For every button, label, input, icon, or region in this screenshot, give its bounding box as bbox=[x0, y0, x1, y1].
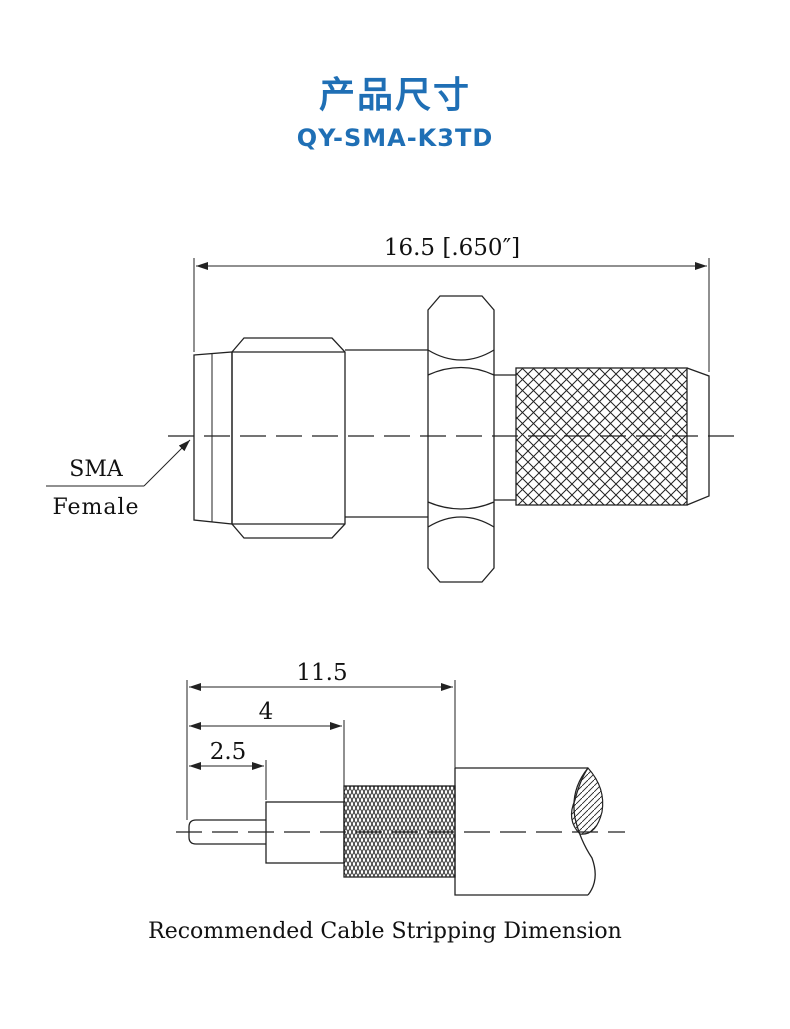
hex-nut bbox=[427, 295, 495, 583]
model-number: QY-SMA-K3TD bbox=[296, 124, 494, 152]
connector-drawing: 16.5 [.650″] bbox=[46, 235, 735, 583]
stripping-caption: Recommended Cable Stripping Dimension bbox=[148, 919, 622, 944]
dimension-11-5: 11.5 bbox=[186, 660, 456, 820]
sma-female-interface bbox=[193, 351, 233, 525]
overall-dimension: 16.5 [.650″] bbox=[193, 235, 710, 372]
dimension-4: 4 bbox=[189, 699, 345, 786]
sma-female-callout: SMA Female bbox=[46, 439, 191, 520]
connector-shaft bbox=[345, 349, 428, 518]
overall-dimension-label: 16.5 [.650″] bbox=[384, 235, 520, 261]
callout-label-sma: SMA bbox=[69, 457, 124, 482]
page-title: 产品尺寸 bbox=[318, 75, 471, 116]
dimension-label-2-5: 2.5 bbox=[210, 739, 247, 765]
cable-jacket bbox=[454, 767, 604, 896]
coupling-body bbox=[231, 337, 346, 539]
connector-neck bbox=[494, 374, 516, 501]
dimension-label-11-5: 11.5 bbox=[296, 660, 347, 686]
dimension-label-4: 4 bbox=[259, 699, 274, 725]
dimension-2-5: 2.5 bbox=[189, 739, 267, 800]
callout-label-female: Female bbox=[52, 495, 139, 520]
cable-stripping-drawing: 11.5 4 2.5 Recommended Ca bbox=[148, 660, 625, 944]
